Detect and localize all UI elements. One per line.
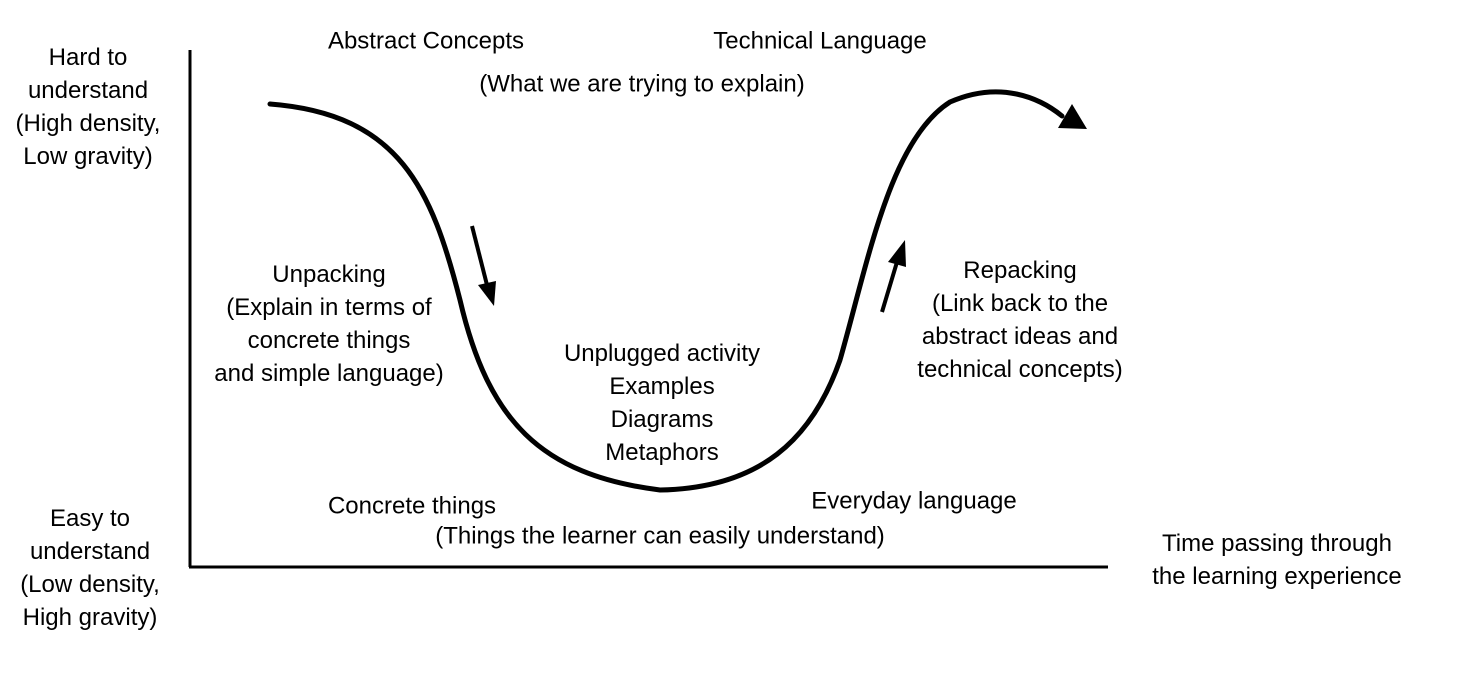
bottom-note-label: (Things the learner can easily understan… xyxy=(435,522,885,550)
label-line: understand xyxy=(29,538,151,565)
label-line: (Explain in terms of xyxy=(226,294,432,321)
up-arrowhead-icon xyxy=(888,240,906,267)
y-axis-bottom-label: Easy to understand (Low density, High gr… xyxy=(20,502,160,634)
label-line: (Link back to the xyxy=(931,290,1109,317)
label-line: Diagrams xyxy=(610,406,714,433)
label-line: Time passing through xyxy=(1162,530,1392,557)
label-line: Easy to xyxy=(49,505,131,532)
y-axis-top-label: Hard to understand (High density, Low gr… xyxy=(16,41,161,173)
repacking-label: Repacking (Link back to the abstract ide… xyxy=(917,254,1122,386)
top-note-label: (What we are trying to explain) xyxy=(479,70,805,98)
label-line: Examples xyxy=(609,373,715,400)
label-line: technical concepts) xyxy=(917,356,1123,383)
label-line: Low gravity) xyxy=(23,143,153,170)
label-line: High gravity) xyxy=(22,604,158,631)
x-axis-label: Time passing through the learning experi… xyxy=(1152,527,1402,593)
up-arrow-icon xyxy=(880,261,899,313)
label-line: Metaphors xyxy=(605,439,719,466)
abstract-concepts-label: Abstract Concepts xyxy=(327,27,525,55)
label-line: the learning experience xyxy=(1152,563,1402,590)
down-arrow-icon xyxy=(470,225,489,286)
label-line: Unplugged activity xyxy=(563,340,761,367)
label-line: and simple language) xyxy=(214,360,444,387)
curve-arrowhead-icon xyxy=(1058,104,1087,129)
technical-language-label: Technical Language xyxy=(713,27,927,55)
label-line: understand xyxy=(27,77,149,104)
unpacking-label: Unpacking (Explain in terms of concrete … xyxy=(214,258,444,390)
label-line: (Low density, xyxy=(20,571,160,598)
label-line: Hard to xyxy=(48,44,128,71)
label-line: Repacking xyxy=(963,257,1077,284)
label-line: abstract ideas and xyxy=(921,323,1119,350)
everyday-language-label: Everyday language xyxy=(811,487,1017,515)
label-line: (High density, xyxy=(15,110,161,137)
semantic-wave-curve xyxy=(267,89,1065,493)
middle-activities-label: Unplugged activity Examples Diagrams Met… xyxy=(564,337,760,469)
concrete-things-label: Concrete things xyxy=(327,492,497,520)
label-line: Unpacking xyxy=(272,261,386,288)
label-line: concrete things xyxy=(247,327,411,354)
down-arrowhead-icon xyxy=(478,281,496,306)
